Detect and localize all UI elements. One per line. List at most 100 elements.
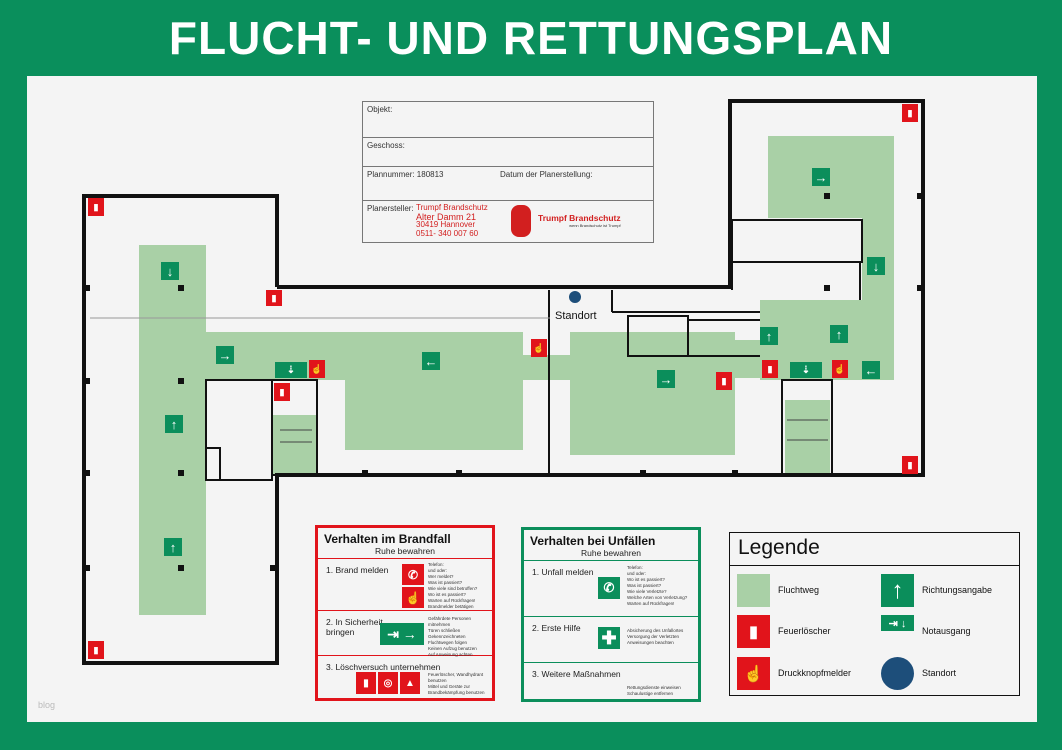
step-label: 2. In Sicherheit bringen [326, 617, 383, 637]
text-line: Was ist passiert? [428, 580, 463, 585]
arrow-up-icon: ↑ [881, 574, 914, 607]
text-line: Mittel und Geräte zur Brandbekämpfung be… [428, 684, 485, 695]
fire-extinguisher-icon: ▮ [762, 360, 778, 378]
fire-extinguisher-icon: ▮ [902, 104, 918, 122]
fire-extinguisher-icon: ▮ [716, 372, 732, 390]
fire-extinguisher-icon: ▮ [737, 615, 770, 648]
objekt-label: Objekt: [367, 105, 393, 114]
brandfall-subtitle: Ruhe bewahren [318, 546, 492, 559]
text-line: Brandmelder betätigen [428, 604, 474, 609]
company-phone: 0511- 340 007 60 [416, 228, 479, 238]
text-line: und oder: [627, 571, 647, 576]
fire-hose-icon: ◎ [378, 672, 398, 694]
text-line: Anweisungen beachten [627, 640, 674, 645]
arrow-right-icon: → [812, 168, 830, 186]
brandfall-step-1: 1. Brand melden ✆ ☝ Telefon:und oder:Wer… [318, 559, 492, 611]
planersteller-label: Planersteller: [367, 204, 414, 213]
unfall-subtitle: Ruhe bewahren [524, 548, 698, 561]
step-label: 1. Unfall melden [532, 567, 594, 577]
fire-alarm-button-icon: ☝ [832, 360, 848, 378]
logo-slogan: wenn Brandschutz ist Trumpf [569, 223, 621, 228]
legend-richtungsangabe: Richtungsangabe [922, 585, 993, 595]
company-street: Alter Damm 21 [416, 211, 477, 222]
text-line: Versorgung der Verletzten [627, 634, 680, 639]
escape-route [272, 415, 317, 475]
inner-walls [205, 219, 863, 481]
columns [84, 193, 923, 571]
geschoss-label: Geschoss: [367, 141, 405, 150]
plannummer: Plannummer: 180813 [367, 170, 444, 179]
fire-extinguisher-icon: ▮ [88, 641, 104, 659]
step-label: 3. Weitere Maßnahmen [532, 669, 621, 679]
text-line: Rettungsdienste einweisen [627, 685, 681, 690]
watermark: blog [38, 700, 56, 710]
first-aid-icon: ✚ [598, 627, 620, 649]
text-line: Wo ist es passiert? [627, 577, 665, 582]
step-label: 1. Brand melden [326, 565, 389, 575]
arrow-right-icon: → [657, 370, 675, 388]
fire-extinguisher-icon: ▮ [902, 456, 918, 474]
arrow-left-icon: ← [422, 352, 440, 370]
arrow-down-icon: ↓ [867, 257, 885, 275]
text-line: Schaulustige entfernen [627, 691, 674, 696]
brandfall-panel: Verhalten im Brandfall Ruhe bewahren 1. … [315, 525, 495, 701]
standort-marker [569, 291, 581, 303]
mascot-logo-icon [511, 205, 531, 237]
escape-route [570, 332, 735, 455]
escape-route [768, 136, 894, 218]
escape-route [785, 400, 830, 475]
company-city: 30419 Hannover [416, 220, 476, 229]
logo-name: Trumpf Brandschutz [538, 213, 621, 223]
unfall-title: Verhalten bei Unfällen [530, 534, 656, 548]
text-line: Wo ist es passiert? [428, 592, 466, 597]
escape-route [862, 218, 894, 380]
standort-label: Standort [555, 310, 597, 322]
fire-extinguisher-icon: ▮ [274, 383, 290, 401]
text-line: Gekennzeichneten Fluchtwegen folgen [428, 634, 468, 645]
unfall-step-3: 3. Weitere Maßnahmen Rettungsdienste ein… [524, 663, 698, 708]
first-aid-phone-icon: ✆ [598, 577, 620, 599]
unfall-panel: Verhalten bei Unfällen Ruhe bewahren 1. … [521, 527, 701, 702]
legend-druckknopfmelder: Druckknopfmelder [778, 668, 852, 678]
brandfall-step-3: 3. Löschversuch unternehmen ▮ ◎ ▲ Feuerl… [318, 656, 492, 701]
emergency-exit-icon: ⇥ ↓ [881, 615, 914, 631]
legend: Legende Fluchtweg ↑ Richtungsangabe ▮ Fe… [729, 532, 1020, 696]
arrow-up-icon: ↑ [165, 415, 183, 433]
arrow-up-icon: ↑ [760, 327, 778, 345]
text-line: Keinen Aufzug benutzen [428, 646, 477, 651]
text-line: Wie viele sind betroffen? [428, 586, 478, 591]
text-line: Warten auf Rückfragen! [627, 601, 675, 606]
legend-fluchtweg: Fluchtweg [778, 585, 820, 595]
text-line: Türen schließen [428, 628, 461, 633]
legend-title: Legende [730, 533, 1019, 566]
company-logo: Trumpf Brandschutz wenn Brandschutz ist … [538, 213, 621, 228]
plan-title: FLUCHT- UND RETTUNGSPLAN [168, 12, 894, 64]
text-line: Wer meldet? [428, 574, 454, 579]
fire-alarm-button-icon: ☝ [531, 339, 547, 357]
text-line: Wie viele Verletzte? [627, 589, 667, 594]
arrow-up-icon: ↑ [830, 325, 848, 343]
arrow-right-icon: → [216, 346, 234, 364]
emergency-exit-icon: ⇣ [275, 362, 307, 378]
fire-extinguisher-icon: ▮ [356, 672, 376, 694]
fire-alarm-button-icon: ☝ [309, 360, 325, 378]
brandfall-step-2: 2. In Sicherheit bringen ⇥ → Gefährdete … [318, 611, 492, 658]
step-text: Telefon:und oder:Wo ist es passiert?Was … [627, 565, 687, 607]
standort-icon [881, 657, 914, 690]
escape-route [345, 332, 523, 450]
unfall-step-2: 2. Erste Hilfe ✚ Absicherung des Unfallo… [524, 617, 698, 663]
fire-alarm-button-icon: ☝ [402, 587, 424, 608]
fire-extinguisher-icon: ▮ [266, 290, 282, 306]
step-text: Telefon:und oder:Wer meldet?Was ist pass… [428, 562, 477, 610]
fire-phone-icon: ✆ [402, 564, 424, 585]
escape-route-swatch [737, 574, 770, 607]
text-line: Welche Arten von Verletzung? [627, 595, 688, 600]
fire-alarm-button-icon: ☝ [737, 657, 770, 690]
escape-route [523, 355, 570, 380]
text-line: Warten auf Rückfragen! [428, 598, 476, 603]
text-line: Telefon: [428, 562, 444, 567]
